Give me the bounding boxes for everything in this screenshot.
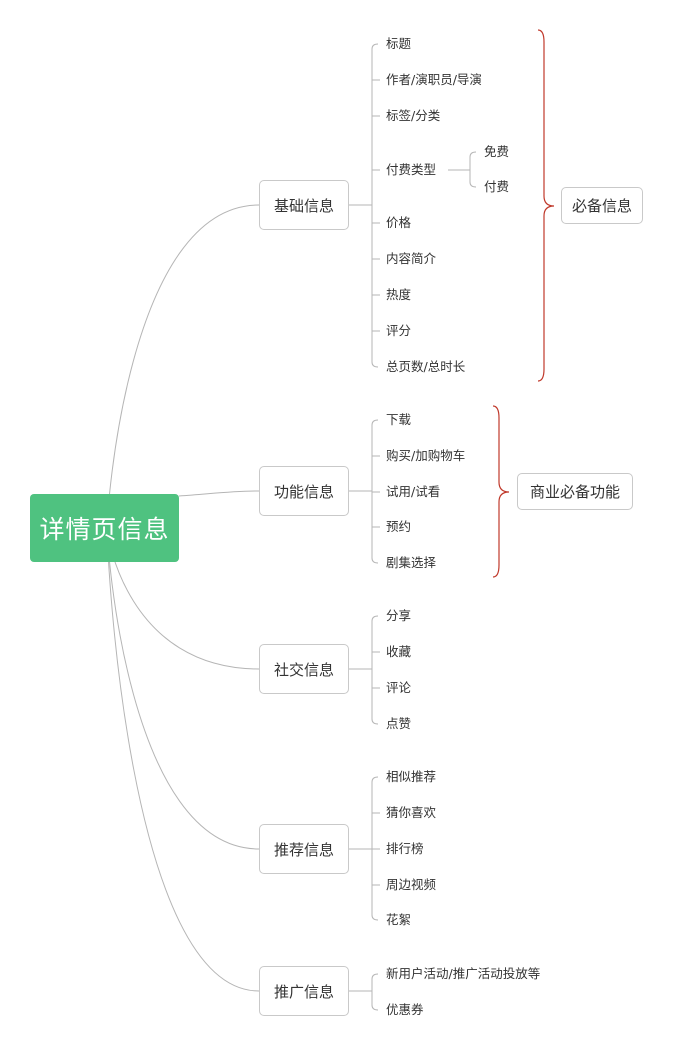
leaf-promotion-1[interactable]: 优惠券: [386, 1002, 424, 1017]
leaf-recommend-2[interactable]: 排行榜: [386, 841, 424, 856]
branch-node-promotion[interactable]: 推广信息: [259, 966, 349, 1016]
leaf-recommend-4[interactable]: 花絮: [386, 912, 412, 927]
leaf-recommend-0[interactable]: 相似推荐: [386, 769, 437, 784]
branch-node-recommend[interactable]: 推荐信息: [259, 824, 349, 874]
summary-node-commercial[interactable]: 商业必备功能: [517, 473, 633, 510]
sub-leaf-0[interactable]: 免费: [484, 144, 510, 159]
leaf-social-2[interactable]: 评论: [386, 680, 412, 695]
leaf-social-0[interactable]: 分享: [386, 608, 412, 623]
branch-node-basic[interactable]: 基础信息: [259, 180, 349, 230]
brace-required: [537, 29, 555, 382]
root-node[interactable]: 详情页信息: [30, 494, 179, 562]
leaf-function-1[interactable]: 购买/加购物车: [386, 448, 466, 463]
sub-leaf-1[interactable]: 付费: [484, 179, 510, 194]
leaf-promotion-0[interactable]: 新用户活动/推广活动投放等: [386, 966, 541, 981]
edge-sub-trunk: [469, 151, 477, 188]
leaf-function-4[interactable]: 剧集选择: [386, 555, 437, 570]
summary-node-required[interactable]: 必备信息: [561, 187, 643, 224]
leaf-basic-6[interactable]: 热度: [386, 287, 412, 302]
leaf-basic-0[interactable]: 标题: [386, 36, 412, 51]
branch-node-social[interactable]: 社交信息: [259, 644, 349, 694]
edge-root-promotion: [106, 527, 260, 992]
edge-trunk-basic: [371, 43, 379, 368]
leaf-basic-4[interactable]: 价格: [386, 215, 412, 230]
leaf-function-2[interactable]: 试用/试看: [386, 484, 441, 499]
leaf-function-3[interactable]: 预约: [386, 519, 412, 534]
leaf-basic-7[interactable]: 评分: [386, 323, 412, 338]
leaf-basic-3[interactable]: 付费类型: [386, 162, 437, 177]
brace-commercial: [492, 405, 510, 578]
branch-node-function[interactable]: 功能信息: [259, 466, 349, 516]
edge-root-function: [178, 490, 260, 497]
leaf-basic-2[interactable]: 标签/分类: [386, 108, 441, 123]
leaf-basic-5[interactable]: 内容简介: [386, 251, 437, 266]
leaf-recommend-3[interactable]: 周边视频: [386, 877, 437, 892]
leaf-social-1[interactable]: 收藏: [386, 644, 412, 659]
edge-root-recommend: [106, 527, 260, 850]
leaf-basic-1[interactable]: 作者/演职员/导演: [386, 72, 482, 87]
edge-trunk-promotion: [371, 973, 379, 1011]
leaf-function-0[interactable]: 下载: [386, 412, 412, 427]
leaf-recommend-1[interactable]: 猜你喜欢: [386, 805, 437, 820]
leaf-social-3[interactable]: 点赞: [386, 716, 412, 731]
edge-trunk-social: [371, 615, 379, 725]
edge-root-basic: [106, 204, 260, 529]
leaf-basic-8[interactable]: 总页数/总时长: [386, 359, 466, 374]
